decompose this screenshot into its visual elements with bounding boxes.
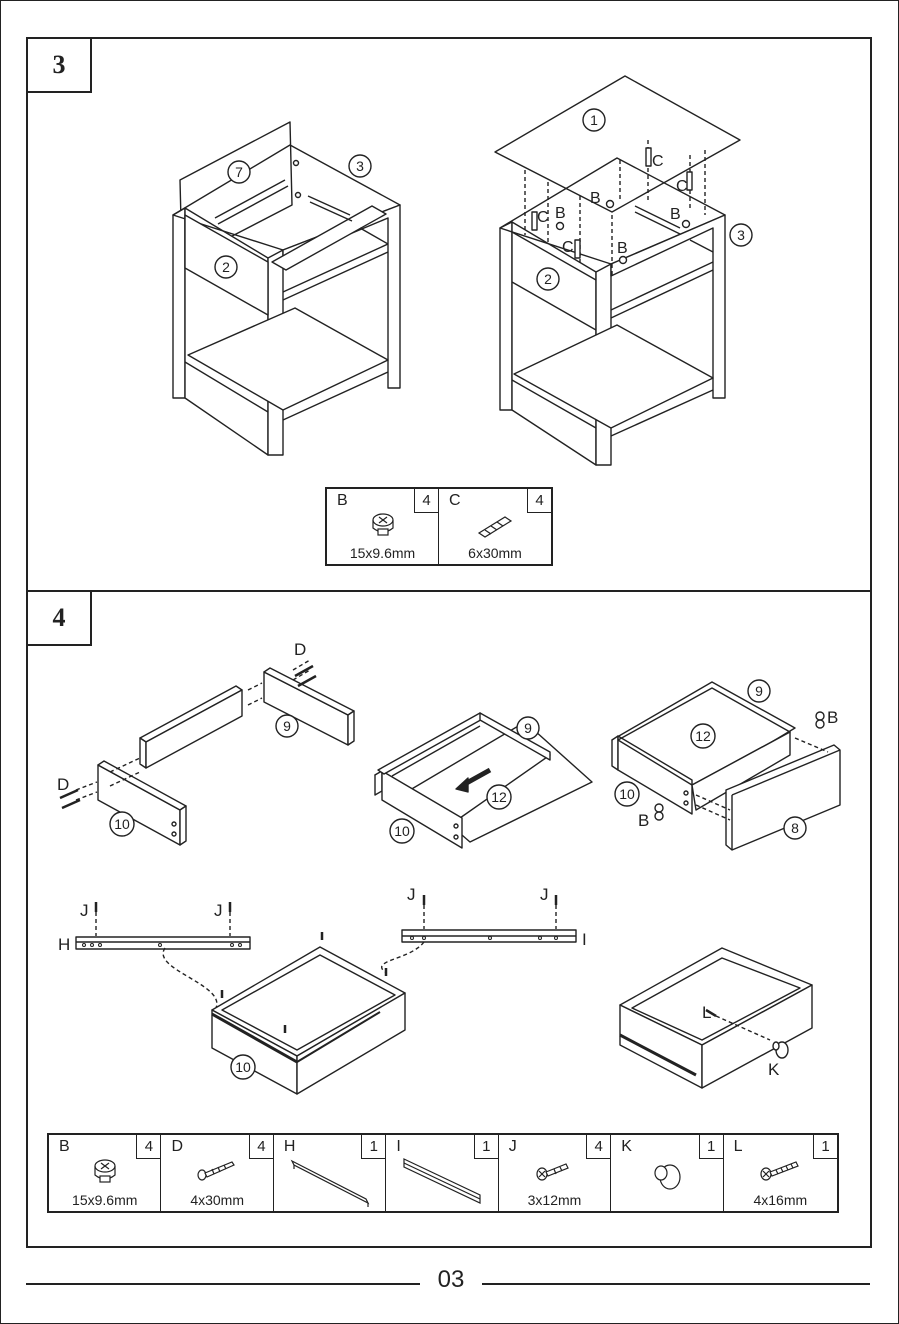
- hardware-cell-h: H 1: [274, 1135, 386, 1211]
- hardware-size: 15x9.6mm: [49, 1192, 160, 1208]
- part-label-8: 8: [791, 820, 799, 836]
- step-4-hardware-table: B 4 15x9.6mm D 4 4x30mm H 1 I 1: [47, 1133, 839, 1213]
- hardware-letter: L: [734, 1138, 743, 1156]
- hardware-size: 4x16mm: [724, 1192, 837, 1208]
- drawer-knob-attachment: [620, 948, 812, 1088]
- hardware-callout-j: J: [540, 885, 549, 904]
- part-label-12: 12: [491, 789, 507, 805]
- hardware-cell-i: I 1: [386, 1135, 498, 1211]
- hardware-cell-j: J 4 3x12mm: [499, 1135, 611, 1211]
- part-label-10: 10: [394, 823, 410, 839]
- part-label-9: 9: [755, 683, 763, 699]
- hardware-letter: D: [171, 1138, 183, 1156]
- machine-screw-icon: [758, 1157, 802, 1183]
- hardware-letter: H: [284, 1138, 296, 1156]
- slide-callout-h: H: [58, 935, 70, 954]
- hardware-quantity: 4: [136, 1135, 160, 1159]
- hardware-callout-d: D: [57, 775, 69, 794]
- right-drawer-slide-icon: [400, 1155, 484, 1207]
- part-label-9: 9: [524, 720, 532, 736]
- part-label-10: 10: [619, 786, 635, 802]
- hardware-callout-b: B: [638, 811, 649, 830]
- hardware-cell-k: K 1: [611, 1135, 723, 1211]
- short-screw-icon: [534, 1157, 574, 1183]
- knob-icon: [650, 1159, 684, 1193]
- hardware-quantity: 1: [813, 1135, 837, 1159]
- hardware-cell-d: D 4 4x30mm: [161, 1135, 273, 1211]
- hardware-callout-b: B: [827, 708, 838, 727]
- hardware-callout-l: L: [702, 1003, 711, 1022]
- hardware-callout-d: D: [294, 640, 306, 659]
- slide-callout-i: I: [582, 930, 587, 949]
- footer-rule-right: [482, 1283, 870, 1285]
- hardware-callout-k: K: [768, 1060, 780, 1079]
- cam-lock-icon: [90, 1157, 120, 1187]
- hardware-size: 3x12mm: [499, 1192, 610, 1208]
- part-label-10: 10: [114, 816, 130, 832]
- hardware-letter: J: [509, 1138, 517, 1156]
- hardware-quantity: 1: [699, 1135, 723, 1159]
- hardware-letter: I: [396, 1138, 400, 1156]
- hardware-cell-b: B 4 15x9.6mm: [49, 1135, 161, 1211]
- part-label-9: 9: [283, 718, 291, 734]
- page-number: 03: [426, 1266, 476, 1294]
- hardware-quantity: 4: [586, 1135, 610, 1159]
- wood-screw-icon: [194, 1157, 240, 1183]
- drawer-sides-exploded: [60, 660, 354, 845]
- hardware-size: 4x30mm: [161, 1192, 272, 1208]
- hardware-callout-j: J: [407, 885, 416, 904]
- hardware-cell-l: L 1 4x16mm: [724, 1135, 837, 1211]
- hardware-letter: K: [621, 1138, 632, 1156]
- hardware-callout-j: J: [80, 901, 89, 920]
- drawer-slides-assembly: [76, 895, 576, 1094]
- footer-rule-left: [26, 1283, 420, 1285]
- hardware-callout-j: J: [214, 901, 223, 920]
- hardware-letter: B: [59, 1138, 70, 1156]
- left-drawer-slide-icon: [288, 1155, 372, 1207]
- part-label-12: 12: [695, 728, 711, 744]
- part-label-10: 10: [235, 1059, 251, 1075]
- hardware-quantity: 4: [249, 1135, 273, 1159]
